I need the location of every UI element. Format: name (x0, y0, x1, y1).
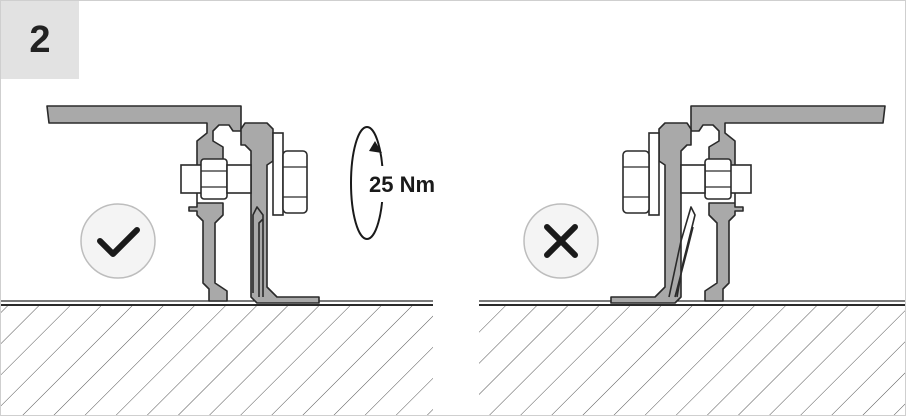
ground-hatch-right (479, 300, 905, 415)
clamp-profile-left (46, 105, 242, 302)
torque-value: 25 Nm (369, 172, 435, 197)
vertical-bracket-right (610, 122, 692, 304)
check-icon (80, 203, 156, 279)
cross-icon (523, 203, 599, 279)
panel-correct: 25 Nm (1, 105, 447, 415)
step-number-badge: 2 (1, 1, 79, 79)
seam-clip-left (252, 206, 264, 297)
panel-incorrect (479, 105, 905, 415)
vertical-bracket-left (240, 122, 320, 304)
clamp-profile-right (690, 105, 886, 302)
bolt-head-right (680, 158, 752, 200)
ground-hatch-left (1, 300, 433, 415)
bolt-head-left (180, 158, 252, 200)
torque-arrow-icon (350, 126, 447, 240)
nut-right (622, 132, 660, 216)
nut-left (272, 132, 308, 216)
seam-clip-right (668, 206, 696, 298)
